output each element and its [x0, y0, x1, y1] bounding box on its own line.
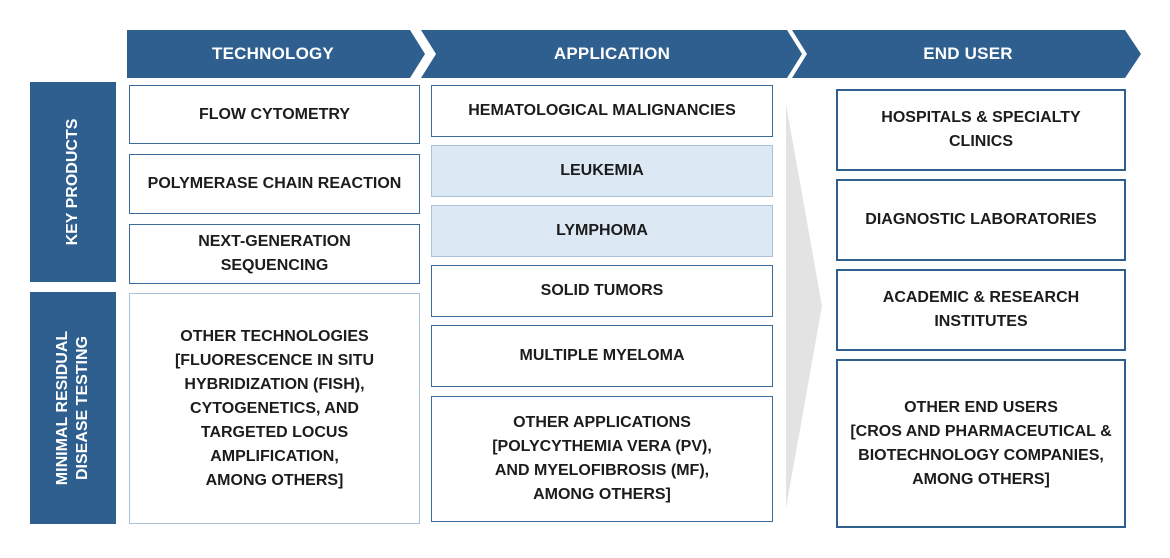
- end-user-other: OTHER END USERS [CROS AND PHARMACEUTICAL…: [836, 359, 1126, 528]
- end-user-hospitals: HOSPITALS & SPECIALTY CLINICS: [836, 89, 1126, 171]
- application-header-shape: [421, 30, 802, 78]
- technology-other: OTHER TECHNOLOGIES [FLUORESCENCE IN SITU…: [129, 293, 420, 524]
- mrd-testing-tab: MINIMAL RESIDUAL DISEASE TESTING: [30, 292, 116, 524]
- technology-header-shape: [127, 30, 425, 78]
- application-solid-tumors: SOLID TUMORS: [431, 265, 773, 317]
- end-user-academic: ACADEMIC & RESEARCH INSTITUTES: [836, 269, 1126, 351]
- flow-arrow-shape: [786, 104, 822, 508]
- application-hematological: HEMATOLOGICAL MALIGNANCIES: [431, 85, 773, 137]
- key-products-tab: KEY PRODUCTS: [30, 82, 116, 282]
- technology-ngs: NEXT-GENERATION SEQUENCING: [129, 224, 420, 284]
- application-leukemia: LEUKEMIA: [431, 145, 773, 197]
- technology-header: TECHNOLOGY: [212, 44, 334, 63]
- application-other: OTHER APPLICATIONS [POLYCYTHEMIA VERA (P…: [431, 396, 773, 522]
- header-chevrons: [127, 30, 1141, 78]
- application-lymphoma: LYMPHOMA: [431, 205, 773, 257]
- application-multiple-myeloma: MULTIPLE MYELOMA: [431, 325, 773, 387]
- end-user-diagnostic-labs: DIAGNOSTIC LABORATORIES: [836, 179, 1126, 261]
- technology-pcr: POLYMERASE CHAIN REACTION: [129, 154, 420, 214]
- application-header: APPLICATION: [553, 44, 671, 63]
- end-user-header-shape: [792, 30, 1141, 78]
- end-user-header: END USER: [923, 44, 1013, 63]
- technology-flow-cytometry: FLOW CYTOMETRY: [129, 85, 420, 144]
